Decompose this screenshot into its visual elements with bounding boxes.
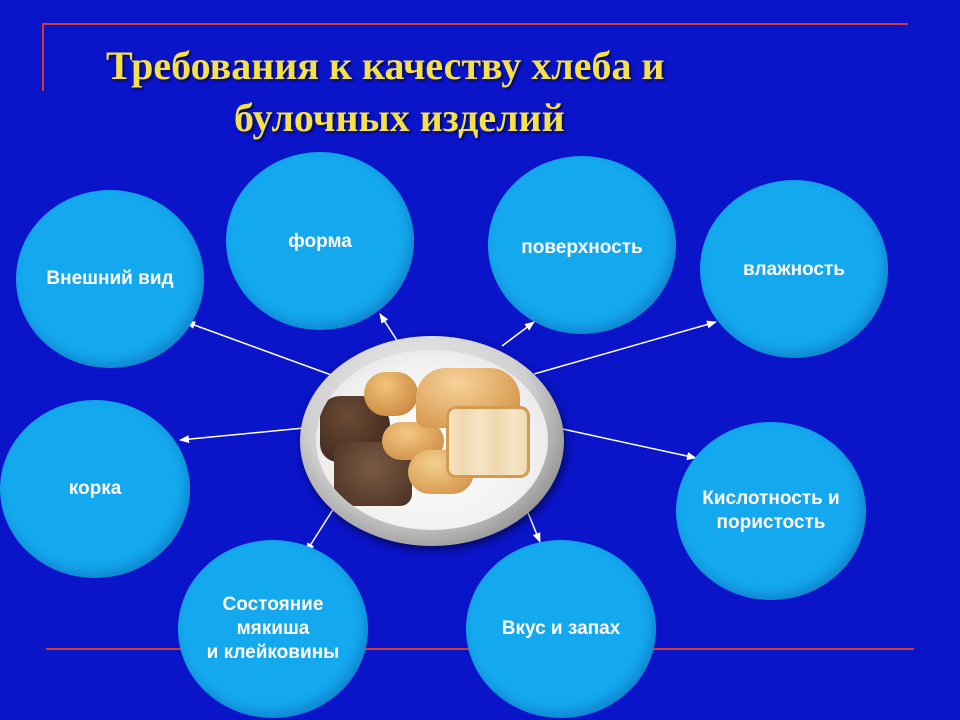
arrow-poverkhnost [501,321,535,347]
node-forma: форма [226,152,414,330]
node-label: Состояние мякиша и клейковины [206,594,340,663]
node-vneshniy-vid: Внешний вид [16,190,204,368]
arrow-forma [379,313,399,343]
node-label: корка [68,478,122,499]
node-vkus: Вкус и запах [466,540,656,718]
node-label: влажность [743,259,845,280]
node-label: Вкус и запах [501,618,621,639]
node-label: Кислотность и пористость [702,488,840,533]
arrow-myakish [305,507,335,553]
node-poverkhnost: поверхность [488,156,676,334]
bun-icon [364,372,418,416]
slide-title: Требования к качеству хлеба и булочных и… [60,40,820,144]
arrow-vkus [525,507,541,543]
node-vlazhnost: влажность [700,180,888,358]
node-korka: корка [0,400,190,578]
slide-title-line-1: Требования к качеству хлеба и [106,43,665,88]
node-kislotnost: Кислотность и пористость [676,422,866,600]
node-label: Внешний вид [46,268,174,289]
node-label: поверхность [521,237,643,258]
bread-image [316,350,548,530]
slide-title-line-2: булочных изделий [234,95,565,140]
arrow-vlazhnost [533,320,717,375]
arrow-kislotnost [557,427,697,460]
white-slices-icon [446,406,530,478]
node-label: форма [288,231,352,252]
top-rule [42,23,908,25]
node-myakish: Состояние мякиша и клейковины [178,540,368,718]
left-rule [42,23,44,91]
arrow-korka [179,427,305,444]
arrow-vneshniy-vid [185,321,335,377]
